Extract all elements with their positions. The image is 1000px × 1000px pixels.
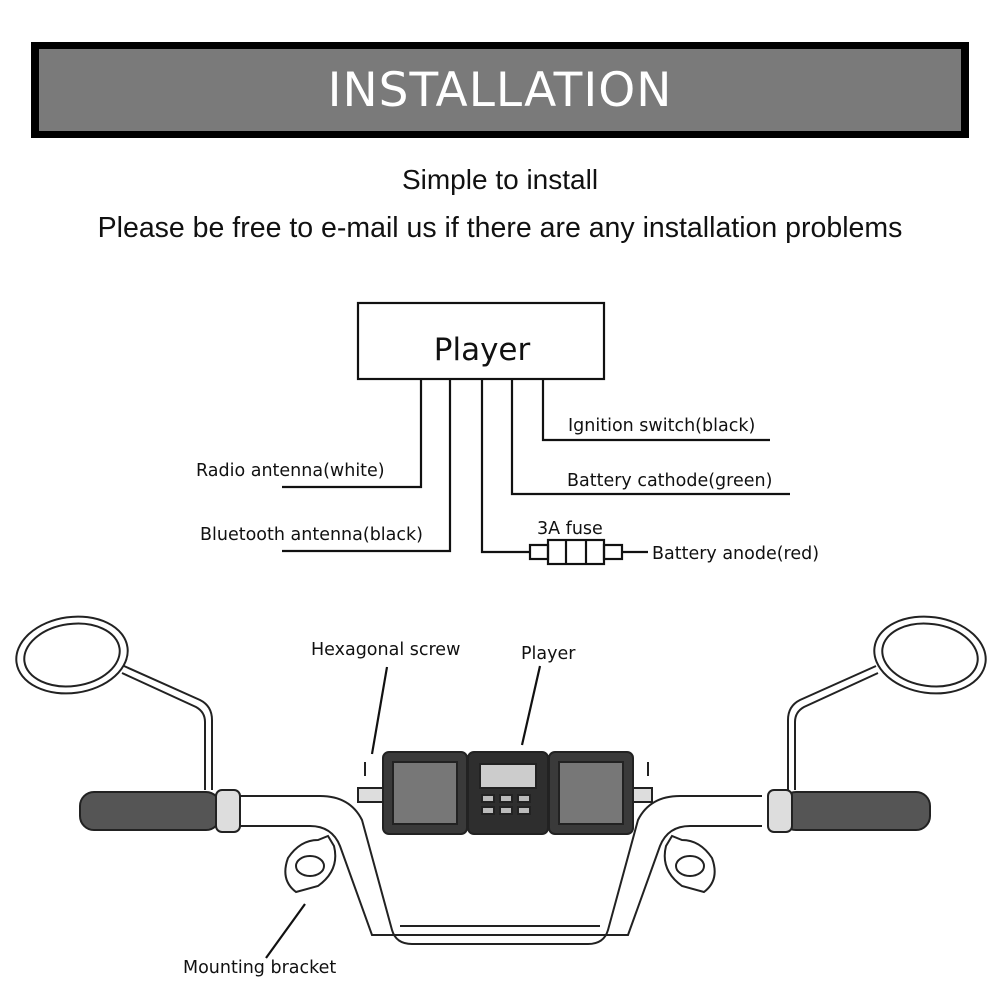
left-grip [79, 789, 241, 833]
handlebar-tube-inner [238, 825, 762, 936]
handlebar-illustration [15, 615, 987, 945]
battery-anode-wire [480, 379, 530, 554]
battery-cathode-wire [510, 379, 790, 496]
mounting-bracket-label: Mounting bracket [183, 958, 336, 978]
page-title: INSTALLATION [327, 62, 673, 118]
right-mirror [787, 615, 987, 790]
fuse-label: 3A fuse [537, 519, 603, 539]
bluetooth-antenna-wire [282, 379, 452, 553]
bluetooth-antenna-label: Bluetooth antenna(black) [200, 525, 423, 545]
ignition-switch-label: Ignition switch(black) [568, 416, 755, 436]
intro-line-2: Please be free to e-mail us if there are… [97, 212, 903, 244]
header-banner-fill: INSTALLATION [39, 49, 961, 131]
mounting-bracket-pointer [265, 903, 306, 959]
mounting-bracket-right [663, 834, 716, 894]
header-banner: INSTALLATION [31, 42, 969, 138]
ignition-switch-wire [541, 379, 770, 442]
right-grip [767, 789, 931, 833]
mounting-bracket-left [284, 834, 337, 894]
player-box-label: Player [434, 332, 531, 368]
player-pointer [520, 665, 542, 746]
left-mirror [15, 615, 213, 790]
fuse-symbol [528, 538, 648, 566]
intro-line-1: Simple to install [401, 164, 599, 195]
wiring-diagram [282, 301, 790, 566]
battery-cathode-label: Battery cathode(green) [567, 471, 772, 491]
hex-screw-pointer [370, 666, 389, 755]
player-unit [357, 751, 653, 835]
radio-antenna-wire [282, 379, 423, 489]
battery-anode-label: Battery anode(red) [652, 544, 819, 564]
hex-screw-label: Hexagonal screw [311, 640, 460, 660]
handlebar-tube [238, 795, 762, 945]
radio-antenna-label: Radio antenna(white) [196, 461, 385, 481]
handlebar-player-label: Player [521, 644, 576, 664]
